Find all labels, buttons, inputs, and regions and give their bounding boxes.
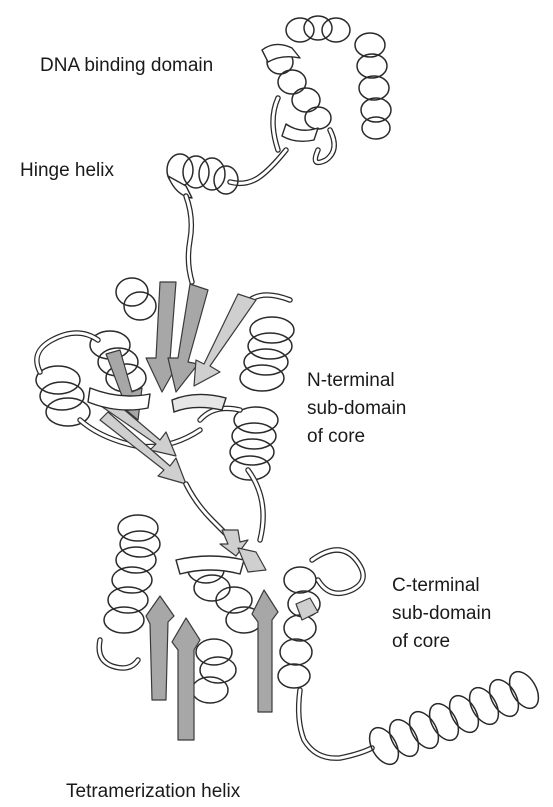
label-c-terminal-line1: C-terminal (392, 572, 480, 599)
tetramerization-helix-structure (299, 667, 545, 770)
label-n-terminal-line1: N-terminal (307, 367, 395, 394)
n-terminal-subdomain-structure (36, 278, 294, 484)
interdomain-linker (186, 470, 263, 556)
label-n-terminal-line2: sub-domain (307, 395, 406, 422)
dna-binding-domain-structure (262, 16, 391, 162)
label-c-terminal-line2: sub-domain (392, 600, 491, 627)
hinge-helix-structure (167, 150, 286, 282)
label-dna-binding-domain: DNA binding domain (40, 52, 213, 79)
label-c-terminal-line3: of core (392, 628, 450, 655)
label-n-terminal-line3: of core (307, 423, 365, 450)
label-hinge-helix: Hinge helix (20, 157, 114, 184)
label-tetramerization-helix: Tetramerization helix (66, 778, 240, 805)
